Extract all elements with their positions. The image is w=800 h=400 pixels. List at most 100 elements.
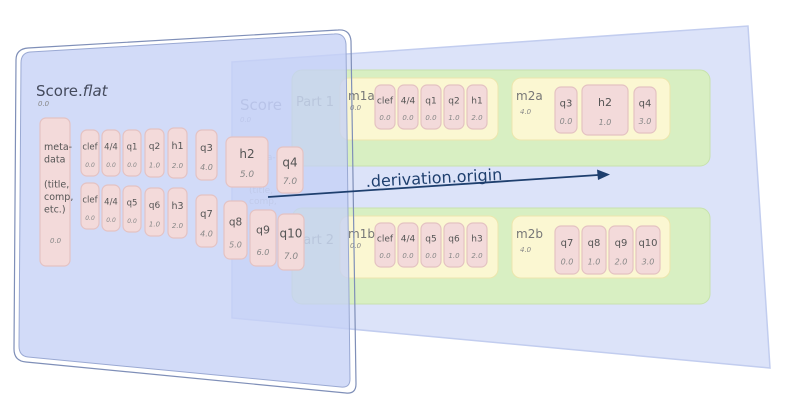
flat-note-h2-offset: 5.0	[240, 170, 255, 180]
flat-note-clef-box	[80, 182, 100, 230]
note-m1b-2-box	[420, 222, 442, 268]
note-m2b-3: q10 3.0	[635, 225, 661, 275]
note-m2b-3-label: q10	[638, 238, 657, 249]
flat-note-q10-offset: 7.0	[284, 252, 299, 262]
note-m1a-4-label: h1	[471, 96, 482, 106]
note-m1a-0: clef 0.0	[374, 84, 396, 130]
measure-m1b-label: m1b	[348, 227, 375, 241]
note-m1a-3-offset: 1.0	[448, 114, 460, 122]
note-m1a-2-label: q1	[425, 96, 436, 106]
flat-note-4-4-box	[101, 129, 121, 177]
note-m1b-3-box	[443, 222, 465, 268]
flat-note-q6-offset: 1.0	[149, 220, 161, 228]
note-m1a-4-offset: 2.0	[471, 114, 483, 122]
flat-note-q10-box	[277, 213, 305, 271]
note-m2b-2-box	[608, 225, 634, 275]
note-m1a-0-label: clef	[377, 96, 394, 106]
flat-note-q7-box	[195, 194, 218, 248]
note-m1a-1-offset: 0.0	[402, 114, 414, 122]
note-m1a-1-box	[397, 84, 419, 130]
note-m2a-2: q4 3.0	[633, 86, 657, 134]
note-m2b-1-label: q8	[588, 238, 601, 249]
measure-m2b-offset: 4.0	[520, 246, 532, 254]
flat-note-q3-label: q3	[200, 143, 213, 154]
note-m1b-3-offset: 1.0	[448, 252, 460, 260]
metadata-line: meta-	[44, 142, 72, 153]
flat-note-h1-offset: 2.0	[172, 162, 184, 170]
flat-note-q8-label: q8	[229, 216, 242, 228]
flat-note-q5-label: q5	[127, 198, 138, 208]
note-m2b-2: q92.0	[608, 225, 634, 275]
score-flat-layer: Score.flat0.0meta-data(title,comp,etc.)0…	[13, 29, 357, 394]
score-flat-frame	[13, 29, 357, 394]
note-m1b-4-label: h3	[471, 234, 482, 244]
flat-note-q6-label: q6	[149, 201, 161, 211]
note-m1b-1-offset: 0.0	[402, 252, 414, 260]
note-m2a-0-offset: 0.0	[560, 117, 573, 126]
flat-note-4-4-offset: 0.0	[106, 217, 116, 224]
note-m1b-0-box	[374, 222, 396, 268]
flat-note-q9-box	[249, 209, 277, 267]
metadata-offset: 0.0	[50, 237, 62, 245]
flat-note-q6: q6 1.0	[144, 187, 165, 237]
note-m1b-3: q61.0	[443, 222, 465, 268]
flat-note-q4: q47.0	[276, 146, 304, 194]
note-m2b-0-offset: 0.0	[561, 257, 574, 266]
flat-note-q4-box	[276, 146, 304, 194]
note-m2a-2-label: q4	[639, 98, 652, 109]
derivation-arrow	[267, 174, 599, 198]
flat-note-h1-box	[167, 127, 188, 179]
flat-note-q8-offset: 5.0	[229, 240, 242, 249]
flat-note-q2-box	[144, 128, 165, 178]
note-m1b-2-offset: 0.0	[425, 252, 437, 260]
flat-note-q1-label: q1	[127, 142, 138, 152]
flat-note-h3-offset: 2.0	[172, 222, 184, 230]
measure-m1a-offset: 0.0	[350, 104, 362, 112]
flat-note-q7-label: q7	[200, 209, 213, 220]
flat-note-q2-label: q2	[149, 142, 160, 152]
derivation-arrow-head	[597, 169, 610, 180]
note-m1b-1-box	[397, 222, 419, 268]
note-m2b-0-label: q7	[561, 238, 574, 249]
flat-note-q8-box	[223, 200, 248, 260]
flat-note-q5-offset: 0.0	[127, 218, 137, 225]
note-m2b-1: q81.0	[581, 225, 607, 275]
flat-note-4-4-offset: 0.0	[106, 162, 116, 169]
note-m1a-4: h1 2.0	[466, 84, 488, 130]
note-m2b-0-box	[554, 225, 580, 275]
note-m1a-2-offset: 0.0	[425, 114, 437, 122]
flat-note-4-4-label: 4/4	[104, 197, 118, 207]
note-m1a-3: q21.0	[443, 84, 465, 130]
flat-note-h2-box	[225, 136, 269, 188]
flat-note-4-4: 4/4 0.0	[101, 184, 121, 232]
flat-note-q1-offset: 0.0	[127, 162, 137, 169]
flat-note-q3: q34.0	[195, 129, 218, 181]
flat-note-q4-offset: 7.0	[283, 177, 298, 187]
metadata-line: data	[44, 155, 65, 166]
flat-note-q2-offset: 1.0	[149, 161, 161, 169]
note-m1a-0-offset: 0.0	[379, 114, 391, 122]
metadata-line: (title,	[44, 180, 69, 191]
flat-note-q7: q74.0	[195, 194, 218, 248]
measure-m1b-offset: 0.0	[350, 242, 362, 250]
score-flat-row-1: clef0.04/40.0q10.0q21.0h12.0q34.0h25.0q4…	[80, 127, 304, 194]
score-flat-title-italic: flat	[83, 82, 109, 100]
flat-note-h1: h1 2.0	[167, 127, 188, 179]
note-m2a-1: h21.0	[581, 84, 629, 136]
part-part1: Part 1m1a0.0clef0.04/40.0q10.0q21.0h12.0…	[291, 69, 711, 167]
note-m2b-3-offset: 3.0	[642, 257, 655, 266]
note-m1b-4-offset: 2.0	[471, 252, 483, 260]
flat-note-h1-label: h1	[171, 141, 183, 152]
flat-note-q9: q96.0	[249, 209, 277, 267]
note-m2a-2-offset: 3.0	[639, 117, 652, 126]
note-m2b-0: q7 0.0	[554, 225, 580, 275]
note-m1b-2-label: q5	[425, 234, 436, 244]
